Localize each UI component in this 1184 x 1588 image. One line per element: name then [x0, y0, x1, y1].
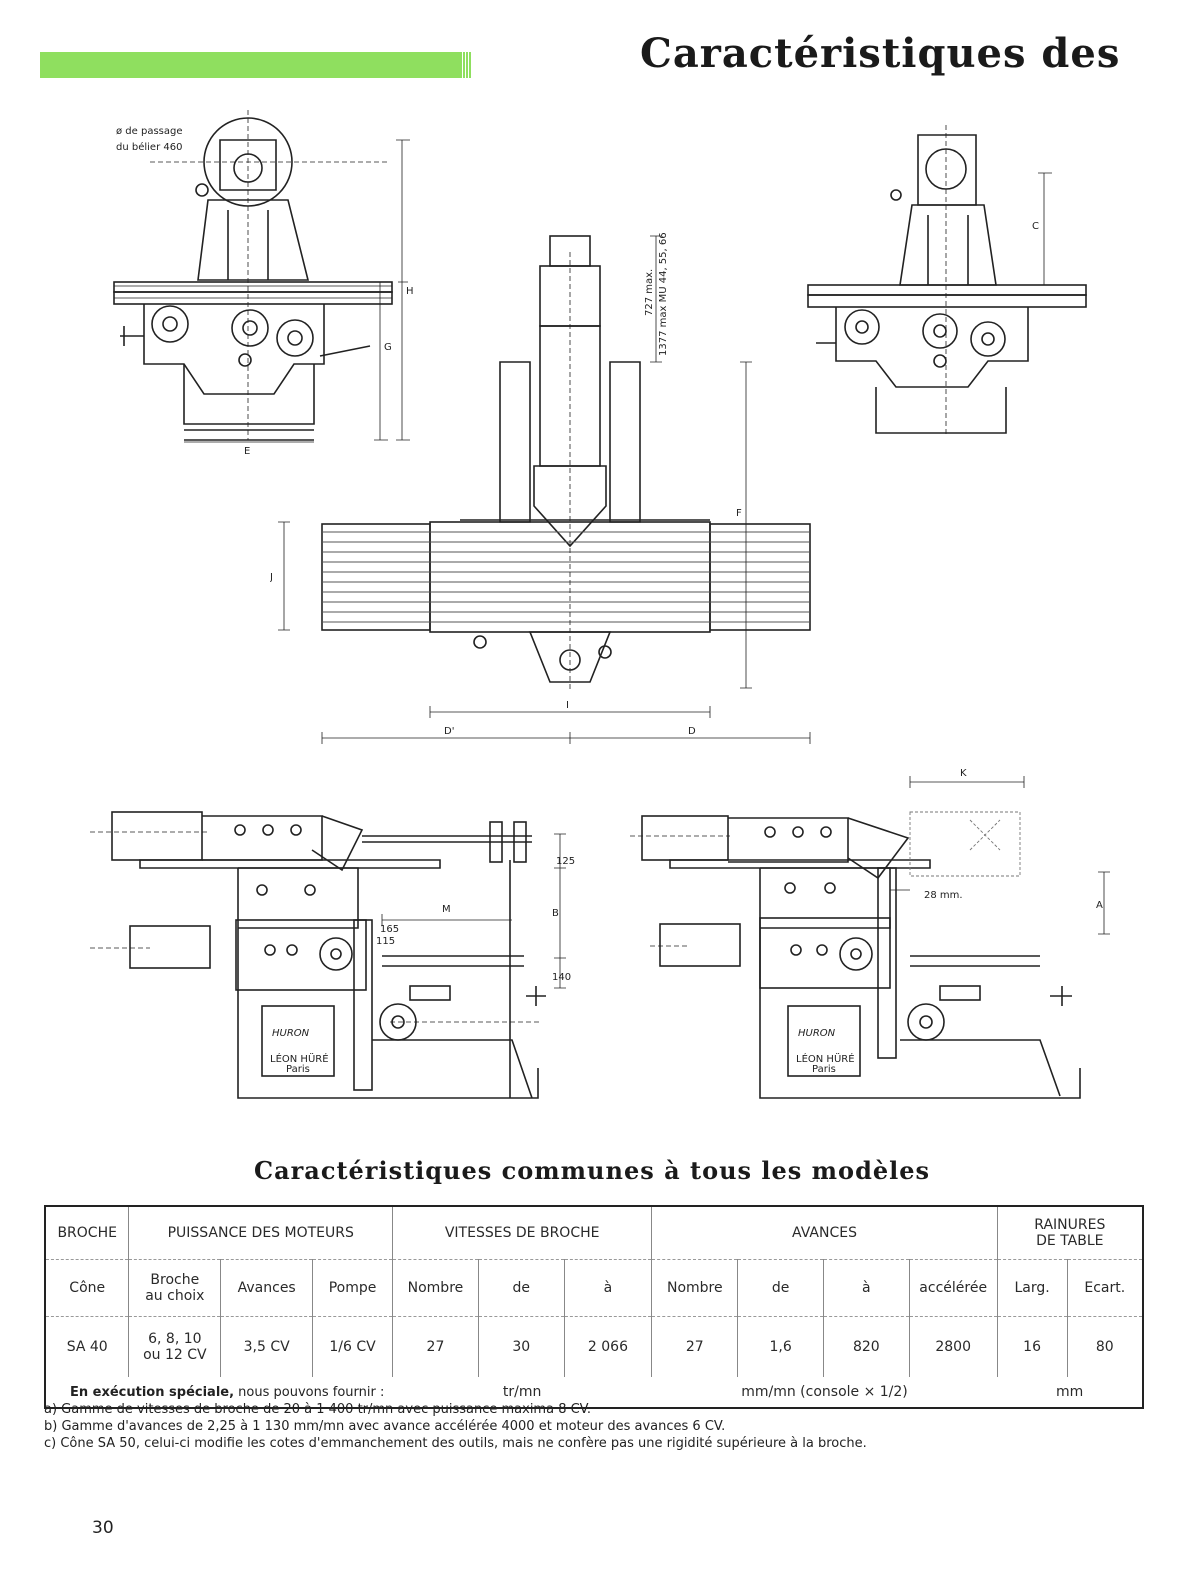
val-a-a: 820	[822, 1316, 910, 1377]
label-A: A	[1096, 900, 1103, 911]
val-v-de: 30	[477, 1316, 565, 1377]
specs-title: Caractéristiques communes à tous les mod…	[253, 1156, 931, 1185]
note-item-a: a) Gamme de vitesses de broche de 20 à 1…	[44, 1402, 592, 1417]
val-pompe: 1/6 CV	[312, 1316, 393, 1377]
sub-v-de: de	[477, 1259, 565, 1317]
label-165: 165	[380, 924, 399, 935]
val-broche-line2: ou 12 CV	[143, 1347, 207, 1363]
header-accent-bar	[40, 52, 472, 78]
note-item-b: b) Gamme d'avances de 2,25 à 1 130 mm/mn…	[44, 1419, 726, 1434]
label-125: 125	[556, 856, 575, 867]
maker-label: LÉON HÜRÉ	[270, 1052, 329, 1065]
label-140: 140	[552, 972, 571, 983]
brand-logo: HURON	[272, 1028, 310, 1039]
note-item-c: c) Cône SA 50, celui-ci modifie les cote…	[44, 1436, 867, 1451]
sub-a-a: à	[822, 1259, 910, 1317]
sub-cone: Cône	[45, 1259, 129, 1317]
sub-broche-line2: au choix	[145, 1288, 205, 1304]
sub-avances: Avances	[220, 1259, 313, 1317]
specs-table: BROCHE PUISSANCE DES MOTEURS VITESSES DE…	[44, 1205, 1144, 1409]
label-B: B	[552, 908, 559, 919]
specs-group-row: BROCHE PUISSANCE DES MOTEURS VITESSES DE…	[45, 1206, 1143, 1260]
val-avances: 3,5 CV	[220, 1316, 313, 1377]
brand-logo-2: HURON	[798, 1028, 836, 1039]
label-1377-max: 1377 max MU 44, 55, 66	[658, 232, 669, 356]
city-label-2: Paris	[812, 1064, 836, 1075]
val-cone: SA 40	[66, 1339, 108, 1355]
sub-pompe: Pompe	[312, 1259, 393, 1317]
unit-rainures: mm	[1055, 1384, 1084, 1400]
val-a-nombre: 27	[651, 1316, 738, 1377]
val-broche-line1: 6, 8, 10	[148, 1331, 202, 1347]
val-v-a: 2 066	[563, 1316, 652, 1377]
side-view-drawing: C	[800, 125, 1090, 445]
label-H: H	[406, 286, 414, 297]
label-D-prime: D'	[444, 726, 454, 737]
label-115: 115	[376, 936, 395, 947]
side-view-left-bottom: 125 B M 165 115 140 HURON LÉON HÜRÉ Pari…	[90, 800, 580, 1120]
header-broche: BROCHE	[45, 1206, 129, 1260]
specs-subheader-row: Cône Broche au choix Avances Pompe Nombr…	[45, 1259, 1143, 1317]
page-number: 30	[92, 1518, 114, 1538]
unit-vitesses: tr/mn	[502, 1384, 542, 1400]
unit-avances: mm/mn (console × 1/2)	[741, 1384, 908, 1400]
val-v-nombre: 27	[392, 1316, 479, 1377]
header-avances: AVANCES	[651, 1206, 998, 1260]
header-vitesses: VITESSES DE BROCHE	[391, 1206, 652, 1260]
label-passage-line2: du bélier 460	[116, 141, 182, 153]
page-title: Caractéristiques des	[640, 30, 1121, 77]
val-broche: 6, 8, 10 ou 12 CV	[128, 1316, 221, 1377]
sub-v-a: à	[563, 1259, 652, 1317]
header-rainures-line1: RAINURES	[1034, 1217, 1106, 1233]
front-view-drawing: ø de passage du bélier 460 H G E	[80, 110, 450, 460]
header-rainures: RAINURES DE TABLE	[996, 1206, 1143, 1260]
sub-ecart: Ecart.	[1066, 1259, 1143, 1317]
header-rainures-line2: DE TABLE	[1036, 1233, 1104, 1249]
specs-value-row: SA 40 6, 8, 10 ou 12 CV 3,5 CV 1/6 CV 27…	[45, 1316, 1143, 1377]
special-execution-notes: En exécution spéciale, nous pouvons four…	[44, 1384, 1164, 1452]
label-I: I	[566, 700, 569, 711]
label-28mm: 28 mm.	[924, 890, 963, 901]
sub-acceleree: accélérée	[908, 1259, 998, 1317]
sub-a-de: de	[737, 1259, 824, 1317]
label-D: D	[688, 726, 696, 737]
notes-intro-rest: nous pouvons fournir :	[234, 1385, 385, 1400]
sub-a-nombre: Nombre	[651, 1259, 738, 1317]
val-larg: 16	[996, 1316, 1068, 1377]
label-F: F	[736, 508, 742, 519]
sub-broche: Broche au choix	[128, 1259, 221, 1317]
specs-units-row: tr/mn mm/mn (console × 1/2) mm	[45, 1377, 1143, 1408]
val-ecart: 80	[1066, 1316, 1143, 1377]
val-a-de: 1,6	[737, 1316, 824, 1377]
notes-intro: En exécution spéciale, nous pouvons four…	[44, 1384, 1164, 1401]
label-M: M	[442, 904, 451, 915]
top-view-drawing: 727 max. 1377 max MU 44, 55, 66 F J I D'…	[270, 232, 830, 752]
header-puissance: PUISSANCE DES MOTEURS	[128, 1206, 393, 1260]
sub-v-nombre: Nombre	[392, 1259, 479, 1317]
sub-larg: Larg.	[996, 1259, 1068, 1317]
label-G: G	[384, 342, 392, 353]
val-acceleree: 2800	[908, 1316, 998, 1377]
label-E: E	[244, 446, 250, 457]
side-view-right-bottom: K 28 mm. A HURON LÉON HÜRÉ Paris	[620, 760, 1120, 1120]
label-K: K	[960, 768, 967, 779]
city-label: Paris	[286, 1064, 310, 1075]
label-727-max: 727 max.	[644, 269, 655, 316]
label-C: C	[1032, 221, 1039, 232]
notes-intro-bold: En exécution spéciale,	[70, 1385, 235, 1400]
label-passage-line1: ø de passage	[116, 126, 183, 137]
maker-label-2: LÉON HÜRÉ	[796, 1052, 855, 1065]
sub-broche-line1: Broche	[150, 1272, 200, 1288]
label-J: J	[270, 572, 273, 583]
